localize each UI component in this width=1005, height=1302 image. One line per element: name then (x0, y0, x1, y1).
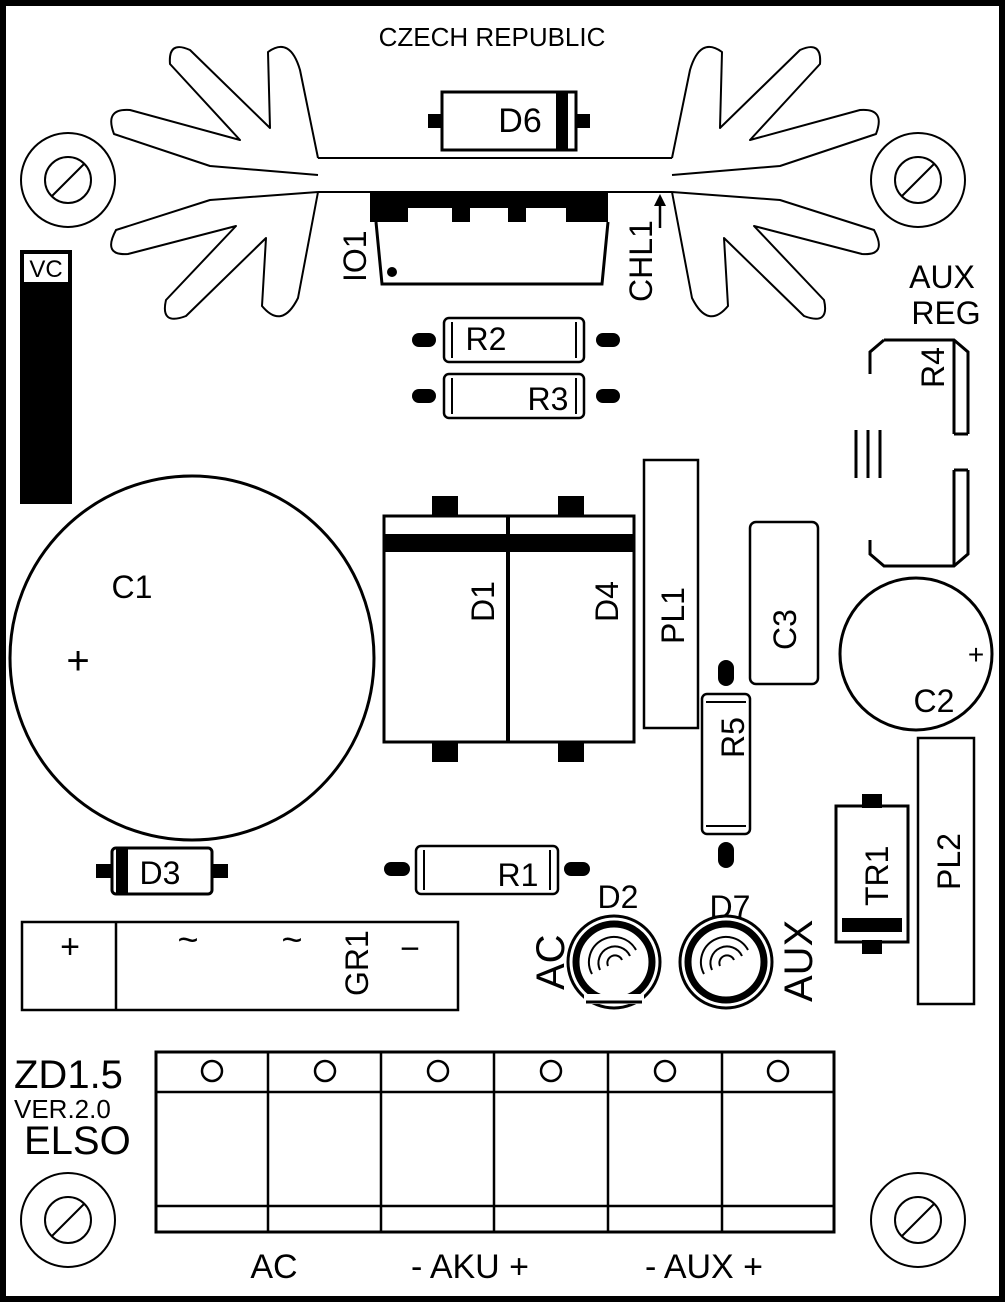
r2-label: R2 (466, 321, 507, 357)
d2-label: D2 (598, 879, 639, 915)
resistor-r5 (700, 660, 752, 868)
gr1-plus-label: + (60, 928, 80, 966)
terminal-ac-label: AC (250, 1248, 297, 1286)
mounting-hole-top-right (870, 132, 966, 228)
diode-d3 (96, 846, 228, 896)
maker-label: ELSO (24, 1119, 131, 1163)
io1-label: IO1 (337, 230, 373, 282)
mounting-hole-bottom-right (870, 1172, 966, 1268)
terminal-aux-label: - AUX + (645, 1248, 763, 1286)
country-label: CZECH REPUBLIC (379, 22, 606, 52)
version-label: VER.2.0 (14, 1094, 111, 1124)
vc-label: VC (29, 256, 62, 283)
d3-label: D3 (140, 855, 181, 891)
terminal-aku-label: - AKU + (411, 1248, 529, 1286)
mounting-hole-bottom-left (20, 1172, 116, 1268)
resistor-r3 (412, 372, 620, 420)
r1-label: R1 (498, 857, 539, 893)
component-tr1 (834, 794, 910, 954)
vc-bar (20, 250, 72, 504)
resistor-r2 (412, 316, 620, 364)
bridge-rectifier-gr1 (20, 920, 460, 1012)
gr1-ac1-label: ~ (177, 919, 198, 960)
led-ac-label: AC (529, 934, 573, 990)
d6-label: D6 (498, 102, 541, 140)
r5-label: R5 (715, 717, 751, 758)
model-label: ZD1.5 (14, 1053, 123, 1097)
component-pl2 (916, 736, 976, 1006)
mounting-hole-top-left (20, 132, 116, 228)
led-aux-label: AUX (777, 920, 821, 1002)
led-d7 (678, 914, 774, 1010)
c2-label: C2 (914, 683, 955, 719)
diode-block-d1-d4 (382, 496, 636, 762)
regulator-io1 (370, 192, 610, 286)
d7-label: D7 (710, 889, 751, 925)
d4-label: D4 (589, 581, 625, 622)
gr1-label: GR1 (339, 930, 375, 996)
tr1-label: TR1 (859, 846, 895, 906)
aux-reg-label-line2: REG (911, 295, 980, 331)
c2-plus-label: + (968, 639, 984, 670)
c1-label: C1 (112, 569, 153, 605)
pl1-label: PL1 (655, 587, 691, 644)
d1-label: D1 (465, 581, 501, 622)
capacitor-c1 (8, 474, 376, 842)
chl1-label: CHL1 (623, 220, 659, 302)
led-d2 (566, 914, 662, 1010)
diode-d6 (428, 90, 590, 152)
r3-label: R3 (528, 381, 569, 417)
capacitor-c3 (748, 520, 820, 686)
resistor-r1 (384, 844, 590, 896)
capacitor-c2 (838, 576, 994, 732)
gr1-ac2-label: ~ (281, 919, 302, 960)
gr1-minus-label: − (400, 930, 420, 968)
c1-plus-label: + (66, 639, 89, 683)
arrow-up-icon (654, 194, 666, 228)
terminal-block (154, 1050, 836, 1234)
resistor-r4 (854, 338, 970, 568)
heatsink (110, 46, 880, 320)
component-pl1 (642, 458, 700, 730)
aux-reg-label-line1: AUX (909, 259, 975, 295)
pl2-label: PL2 (931, 833, 967, 890)
r4-label: R4 (915, 347, 951, 388)
c3-label: C3 (767, 609, 803, 650)
